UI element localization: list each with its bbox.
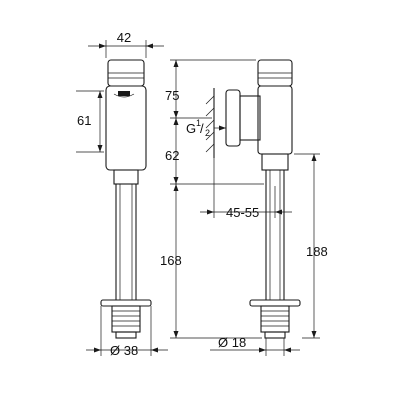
side-view (205, 59, 301, 339)
flange-front (100, 299, 152, 307)
dim-pipe-diameter: Ø 18 (210, 335, 300, 356)
spigot-front (111, 305, 141, 333)
dim-wall-offset: 45-55 (200, 158, 292, 220)
dim-body-width: 42 (88, 30, 164, 58)
spigot-side (260, 305, 290, 333)
label-top-to-inlet: 75 (165, 88, 179, 103)
connector-stem (239, 95, 261, 141)
dim-flange-diameter: Ø 38 (86, 306, 168, 358)
label-thread-num: 1 (196, 118, 201, 128)
label-flange-diameter: Ø 38 (110, 343, 138, 358)
label-body-height: 61 (77, 113, 91, 128)
label-body-width: 42 (117, 30, 131, 45)
label-wall-offset: 45-55 (226, 205, 259, 220)
label-pipe-length: 168 (160, 253, 182, 268)
dim-inlet-thread: G 1 / 2 (186, 118, 226, 138)
wall-connector (225, 89, 241, 147)
collar-front (113, 169, 139, 185)
label-thread-den: 2 (205, 128, 210, 138)
label-thread-prefix: G (186, 121, 196, 136)
indicator-mark (118, 91, 130, 96)
front-view (100, 59, 152, 339)
dim-vertical-chain: 75 62 168 (160, 59, 264, 339)
label-inlet-to-flange: 62 (165, 148, 179, 163)
flange-side (249, 299, 301, 307)
dim-overall-height: 188 (294, 153, 328, 339)
valve-body-side (257, 85, 293, 155)
collar-side (261, 153, 289, 171)
svg-text:/: / (200, 121, 204, 136)
label-overall-height: 188 (306, 244, 328, 259)
valve-body-front (105, 85, 147, 171)
label-pipe-diameter: Ø 18 (218, 335, 246, 350)
dim-body-height: 61 (76, 90, 104, 153)
spigot-tip-front (115, 331, 137, 339)
spigot-tip-side (264, 331, 286, 339)
